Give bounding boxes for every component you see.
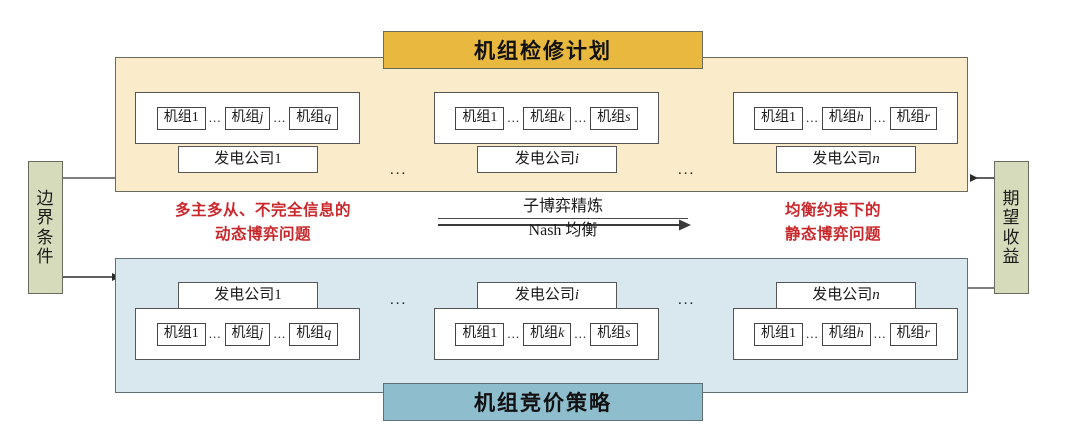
dynamic-game-note-line2: 动态博弈问题 xyxy=(214,226,311,244)
top-unit-row-3: 机组1 ... 机组h ... 机组r xyxy=(733,92,958,144)
top-unit-dots-3b: ... xyxy=(873,110,887,125)
bottom-unit-dots-1b: ... xyxy=(273,326,287,341)
maintenance-plan-title: 机组检修计划 xyxy=(383,31,703,69)
bottom-unit-2-3: 机组s xyxy=(590,322,638,346)
boundary-condition-line1: 边界 xyxy=(36,189,55,228)
top-unit-2-3: 机组s xyxy=(590,106,638,130)
bottom-unit-1-1: 机组1 xyxy=(156,322,206,346)
bottom-unit-row-2: 机组1 ... 机组k ... 机组s xyxy=(434,308,659,360)
bottom-unit-dots-1a: ... xyxy=(208,326,222,341)
bottom-panel-dots-2: ... xyxy=(678,292,696,308)
top-unit-row-1: 机组1 ... 机组j ... 机组q xyxy=(135,92,360,144)
bidding-strategy-title: 机组竞价策略 xyxy=(383,383,703,421)
top-unit-dots-2a: ... xyxy=(507,110,521,125)
bottom-unit-2-2: 机组k xyxy=(523,322,572,346)
dynamic-game-note: 多主多从、不完全信息的 动态博弈问题 xyxy=(128,199,398,247)
bottom-unit-dots-2a: ... xyxy=(507,326,521,341)
dynamic-game-note-line1: 多主多从、不完全信息的 xyxy=(174,202,351,219)
top-unit-3-2: 机组h xyxy=(821,106,871,130)
top-unit-row-2: 机组1 ... 机组k ... 机组s xyxy=(434,92,659,144)
top-unit-3-3: 机组r xyxy=(889,106,937,130)
top-unit-dots-3a: ... xyxy=(806,110,819,125)
nash-equilibrium-label: Nash 均衡 xyxy=(528,222,598,239)
nash-equilibrium-annotation: 子博弈精炼 Nash 均衡 xyxy=(438,197,688,242)
top-unit-3-1: 机组1 xyxy=(754,106,804,130)
top-unit-1-1: 机组1 xyxy=(156,106,206,130)
boundary-condition-box: 边界 条件 xyxy=(28,161,63,294)
top-panel-dots-2: ... xyxy=(678,162,696,178)
top-unit-dots-1b: ... xyxy=(273,110,287,125)
bottom-panel-dots-1: ... xyxy=(390,292,408,308)
bottom-unit-dots-2b: ... xyxy=(574,326,588,341)
subgame-perfect-label: 子博弈精炼 xyxy=(522,198,603,215)
bottom-unit-1-3: 机组q xyxy=(289,322,339,346)
nash-divider xyxy=(438,218,688,219)
static-game-note-line2: 静态博弈问题 xyxy=(784,226,881,244)
top-unit-dots-1a: ... xyxy=(208,110,222,125)
bottom-unit-3-3: 机组r xyxy=(889,322,937,346)
static-game-note: 均衡约束下的 静态博弈问题 xyxy=(718,199,948,247)
bottom-unit-2-1: 机组1 xyxy=(455,322,505,346)
top-unit-dots-2b: ... xyxy=(574,110,588,125)
bottom-unit-row-1: 机组1 ... 机组j ... 机组q xyxy=(135,308,360,360)
top-unit-1-2: 机组j xyxy=(224,106,271,130)
bottom-unit-row-3: 机组1 ... 机组h ... 机组r xyxy=(733,308,958,360)
boundary-condition-line2: 条件 xyxy=(36,227,55,266)
top-unit-2-1: 机组1 xyxy=(455,106,505,130)
bottom-unit-1-2: 机组j xyxy=(224,322,271,346)
expected-profit-line2: 收益 xyxy=(1002,227,1021,266)
top-unit-2-2: 机组k xyxy=(523,106,572,130)
top-unit-1-3: 机组q xyxy=(289,106,339,130)
expected-profit-line1: 期望 xyxy=(1002,189,1021,228)
bottom-unit-dots-3a: ... xyxy=(806,326,819,341)
bottom-unit-3-2: 机组h xyxy=(821,322,871,346)
top-panel-dots-1: ... xyxy=(390,162,408,178)
bottom-unit-dots-3b: ... xyxy=(873,326,887,341)
bottom-unit-3-1: 机组1 xyxy=(754,322,804,346)
expected-profit-box: 期望 收益 xyxy=(994,161,1029,294)
static-game-note-line1: 均衡约束下的 xyxy=(784,202,881,219)
